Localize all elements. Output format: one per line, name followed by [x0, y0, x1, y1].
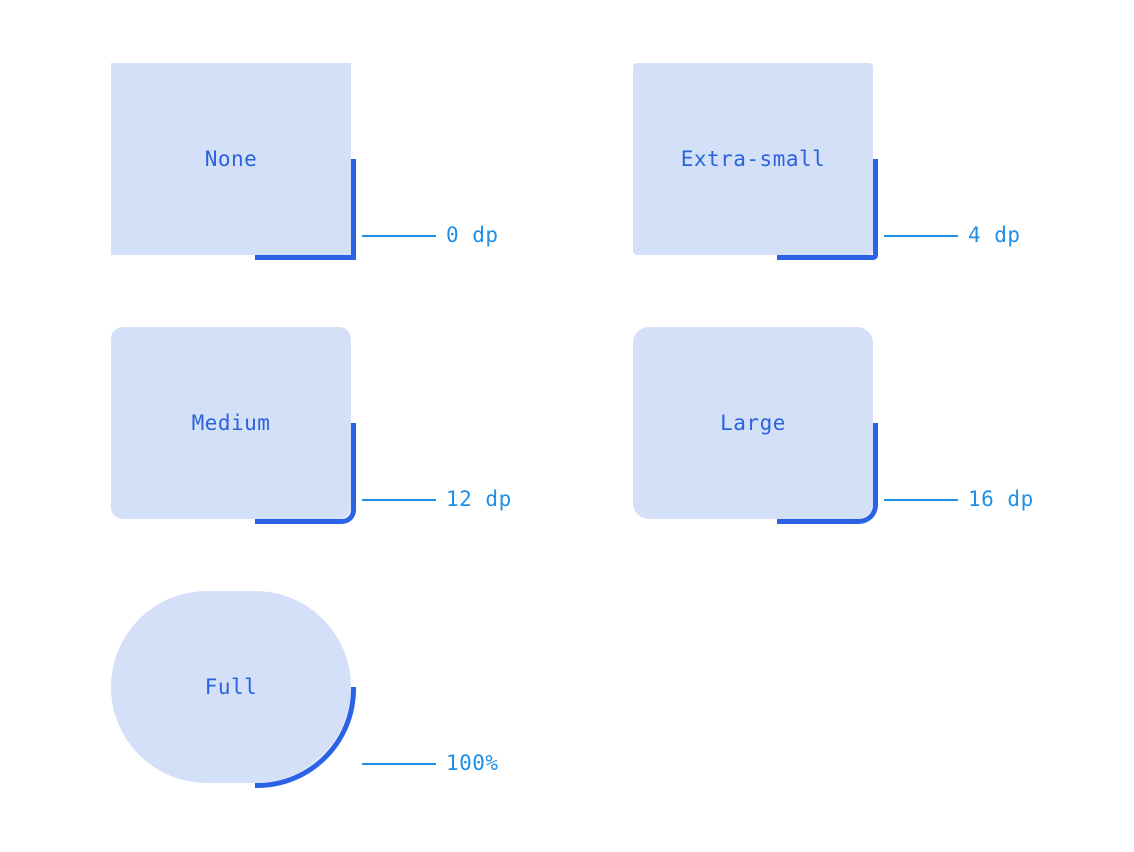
- leader-line: [362, 499, 436, 501]
- value-label: 12 dp: [446, 487, 512, 511]
- leader-line: [884, 235, 958, 237]
- corner-accent: [777, 159, 878, 260]
- value-label: 16 dp: [968, 487, 1034, 511]
- leader-line: [884, 499, 958, 501]
- shape-label: Extra-small: [680, 147, 826, 171]
- shape-extra-small: Extra-small: [633, 63, 873, 255]
- value-label: 4 dp: [968, 223, 1021, 247]
- leader-line: [362, 763, 436, 765]
- shape-label: Large: [720, 411, 786, 435]
- shape-none: None: [111, 63, 351, 255]
- shape-large: Large: [633, 327, 873, 519]
- corner-accent: [777, 423, 878, 524]
- value-label: 0 dp: [446, 223, 499, 247]
- value-label: 100%: [446, 751, 499, 775]
- corner-accent: [255, 159, 356, 260]
- shape-label: None: [204, 147, 258, 171]
- shape-label: Full: [204, 675, 258, 699]
- corner-accent: [255, 423, 356, 524]
- leader-line: [362, 235, 436, 237]
